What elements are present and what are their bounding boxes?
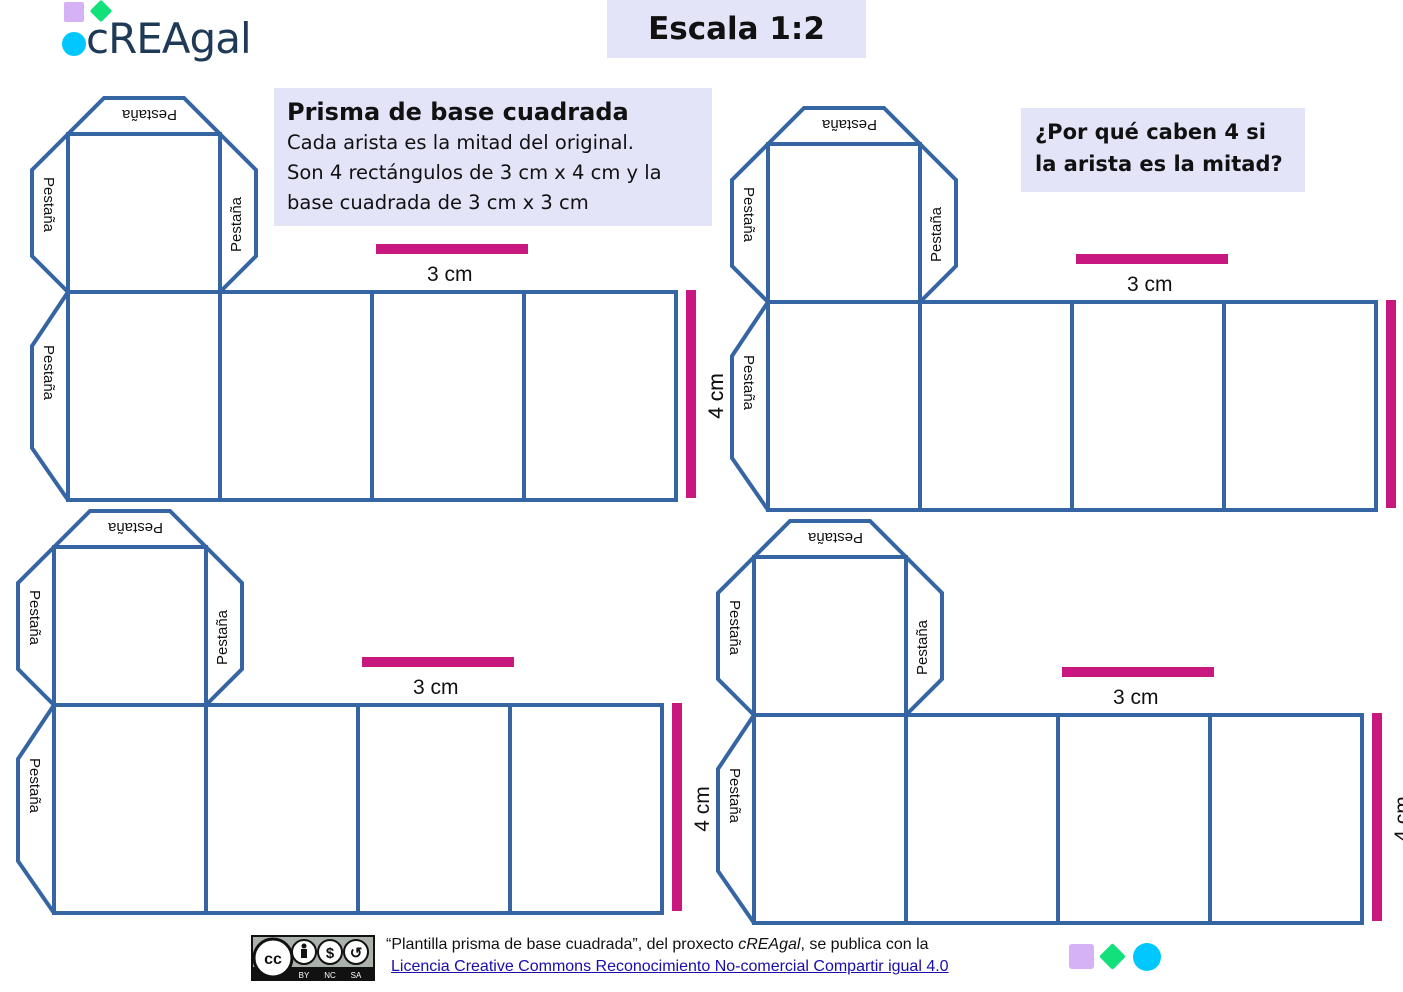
tab-label-top: Pestaña: [808, 529, 864, 546]
info-title: Prisma de base cuadrada: [287, 98, 629, 126]
tab-label-side: Pestaña: [26, 757, 44, 814]
svg-text:cc: cc: [264, 951, 282, 968]
height-measure-bar: [686, 290, 696, 498]
tab-label-left: Pestaña: [740, 186, 758, 243]
tab-label-left: Pestaña: [726, 599, 744, 656]
width-measure-bar: [376, 244, 528, 254]
width-label: 3 cm: [427, 263, 473, 286]
tab-label-side: Pestaña: [740, 354, 758, 411]
net-outline: [716, 519, 1382, 925]
cc-by-nc-sa-icon[interactable]: cc $ ↺ BY NC SA: [251, 935, 375, 981]
footer-shapes-icon: [1069, 943, 1161, 971]
prism-net-top-right: Pestaña Pestaña Pestaña Pestaña 3 cm: [730, 106, 1403, 526]
svg-text:NC: NC: [324, 971, 336, 980]
question-box: ¿Por qué caben 4 si la arista es la mita…: [1021, 108, 1305, 192]
prism-net-top-left: Pestaña Pestaña Pestaña Pestaña 3 cm 4 c…: [30, 96, 728, 516]
height-measure-bar: [1386, 300, 1396, 508]
attribution-suffix: , se publica con la: [800, 936, 929, 953]
net-outline: [16, 509, 682, 915]
tab-label-top: Pestaña: [108, 519, 164, 536]
scale-title: Escala 1:2: [648, 11, 825, 47]
net-outline: [730, 106, 1396, 512]
attribution-project: cREAgal: [738, 936, 801, 953]
license-link[interactable]: Licencia Creative Commons Reconocimiento…: [391, 958, 949, 975]
tab-label-right: Pestaña: [228, 196, 246, 253]
license-footer: cc $ ↺ BY NC SA “Plantilla prisma de bas…: [251, 935, 1051, 983]
height-label: 4 cm: [690, 786, 714, 832]
footer-attribution: “Plantilla prisma de base cuadrada”, del…: [386, 936, 929, 954]
question-line: ¿Por qué caben 4 si: [1035, 120, 1266, 144]
tab-label-side: Pestaña: [726, 767, 744, 824]
logo-text: cREAgal: [86, 14, 252, 63]
width-measure-bar: [362, 657, 514, 667]
width-measure-bar: [1076, 254, 1228, 264]
info-line: base cuadrada de 3 cm x 3 cm: [287, 191, 589, 214]
svg-text:SA: SA: [351, 971, 362, 980]
tab-label-top: Pestaña: [122, 106, 178, 123]
tab-label-right: Pestaña: [914, 619, 932, 676]
svg-text:↺: ↺: [350, 945, 363, 962]
attribution-prefix: “Plantilla prisma de base cuadrada”, del…: [386, 936, 739, 953]
scale-title-box: Escala 1:2: [607, 0, 866, 58]
svg-text:BY: BY: [299, 971, 310, 980]
tab-label-left: Pestaña: [26, 589, 44, 646]
width-label: 3 cm: [1127, 273, 1173, 296]
prism-net-bottom-left: Pestaña Pestaña Pestaña Pestaña 3 cm 4 c…: [16, 509, 714, 929]
info-line: Son 4 rectángulos de 3 cm x 4 cm y la: [287, 161, 662, 184]
tab-label-side: Pestaña: [40, 344, 58, 401]
tab-label-left: Pestaña: [40, 176, 58, 233]
logo-shapes-icon: [62, 0, 112, 56]
tab-label-top: Pestaña: [822, 116, 878, 133]
info-box: Prisma de base cuadrada Cada arista es l…: [274, 88, 712, 226]
height-label-top-right: 4 cm: [704, 373, 728, 419]
width-label: 3 cm: [1113, 686, 1159, 709]
question-line: la arista es la mitad?: [1035, 152, 1283, 176]
height-measure-bar: [1372, 713, 1382, 921]
tab-label-right: Pestaña: [928, 206, 946, 263]
net-outline: [30, 96, 696, 502]
tab-label-right: Pestaña: [214, 609, 232, 666]
creagal-logo: cREAgal: [60, 0, 290, 75]
info-line: Cada arista es la mitad del original.: [287, 131, 635, 154]
height-measure-bar: [672, 703, 682, 911]
width-measure-bar: [1062, 667, 1214, 677]
width-label: 3 cm: [413, 676, 459, 699]
prism-net-bottom-right: Pestaña Pestaña Pestaña Pestaña 3 cm 4 c…: [716, 519, 1403, 939]
svg-text:$: $: [326, 945, 335, 962]
height-label-cut: 4 cm: [1390, 796, 1403, 842]
